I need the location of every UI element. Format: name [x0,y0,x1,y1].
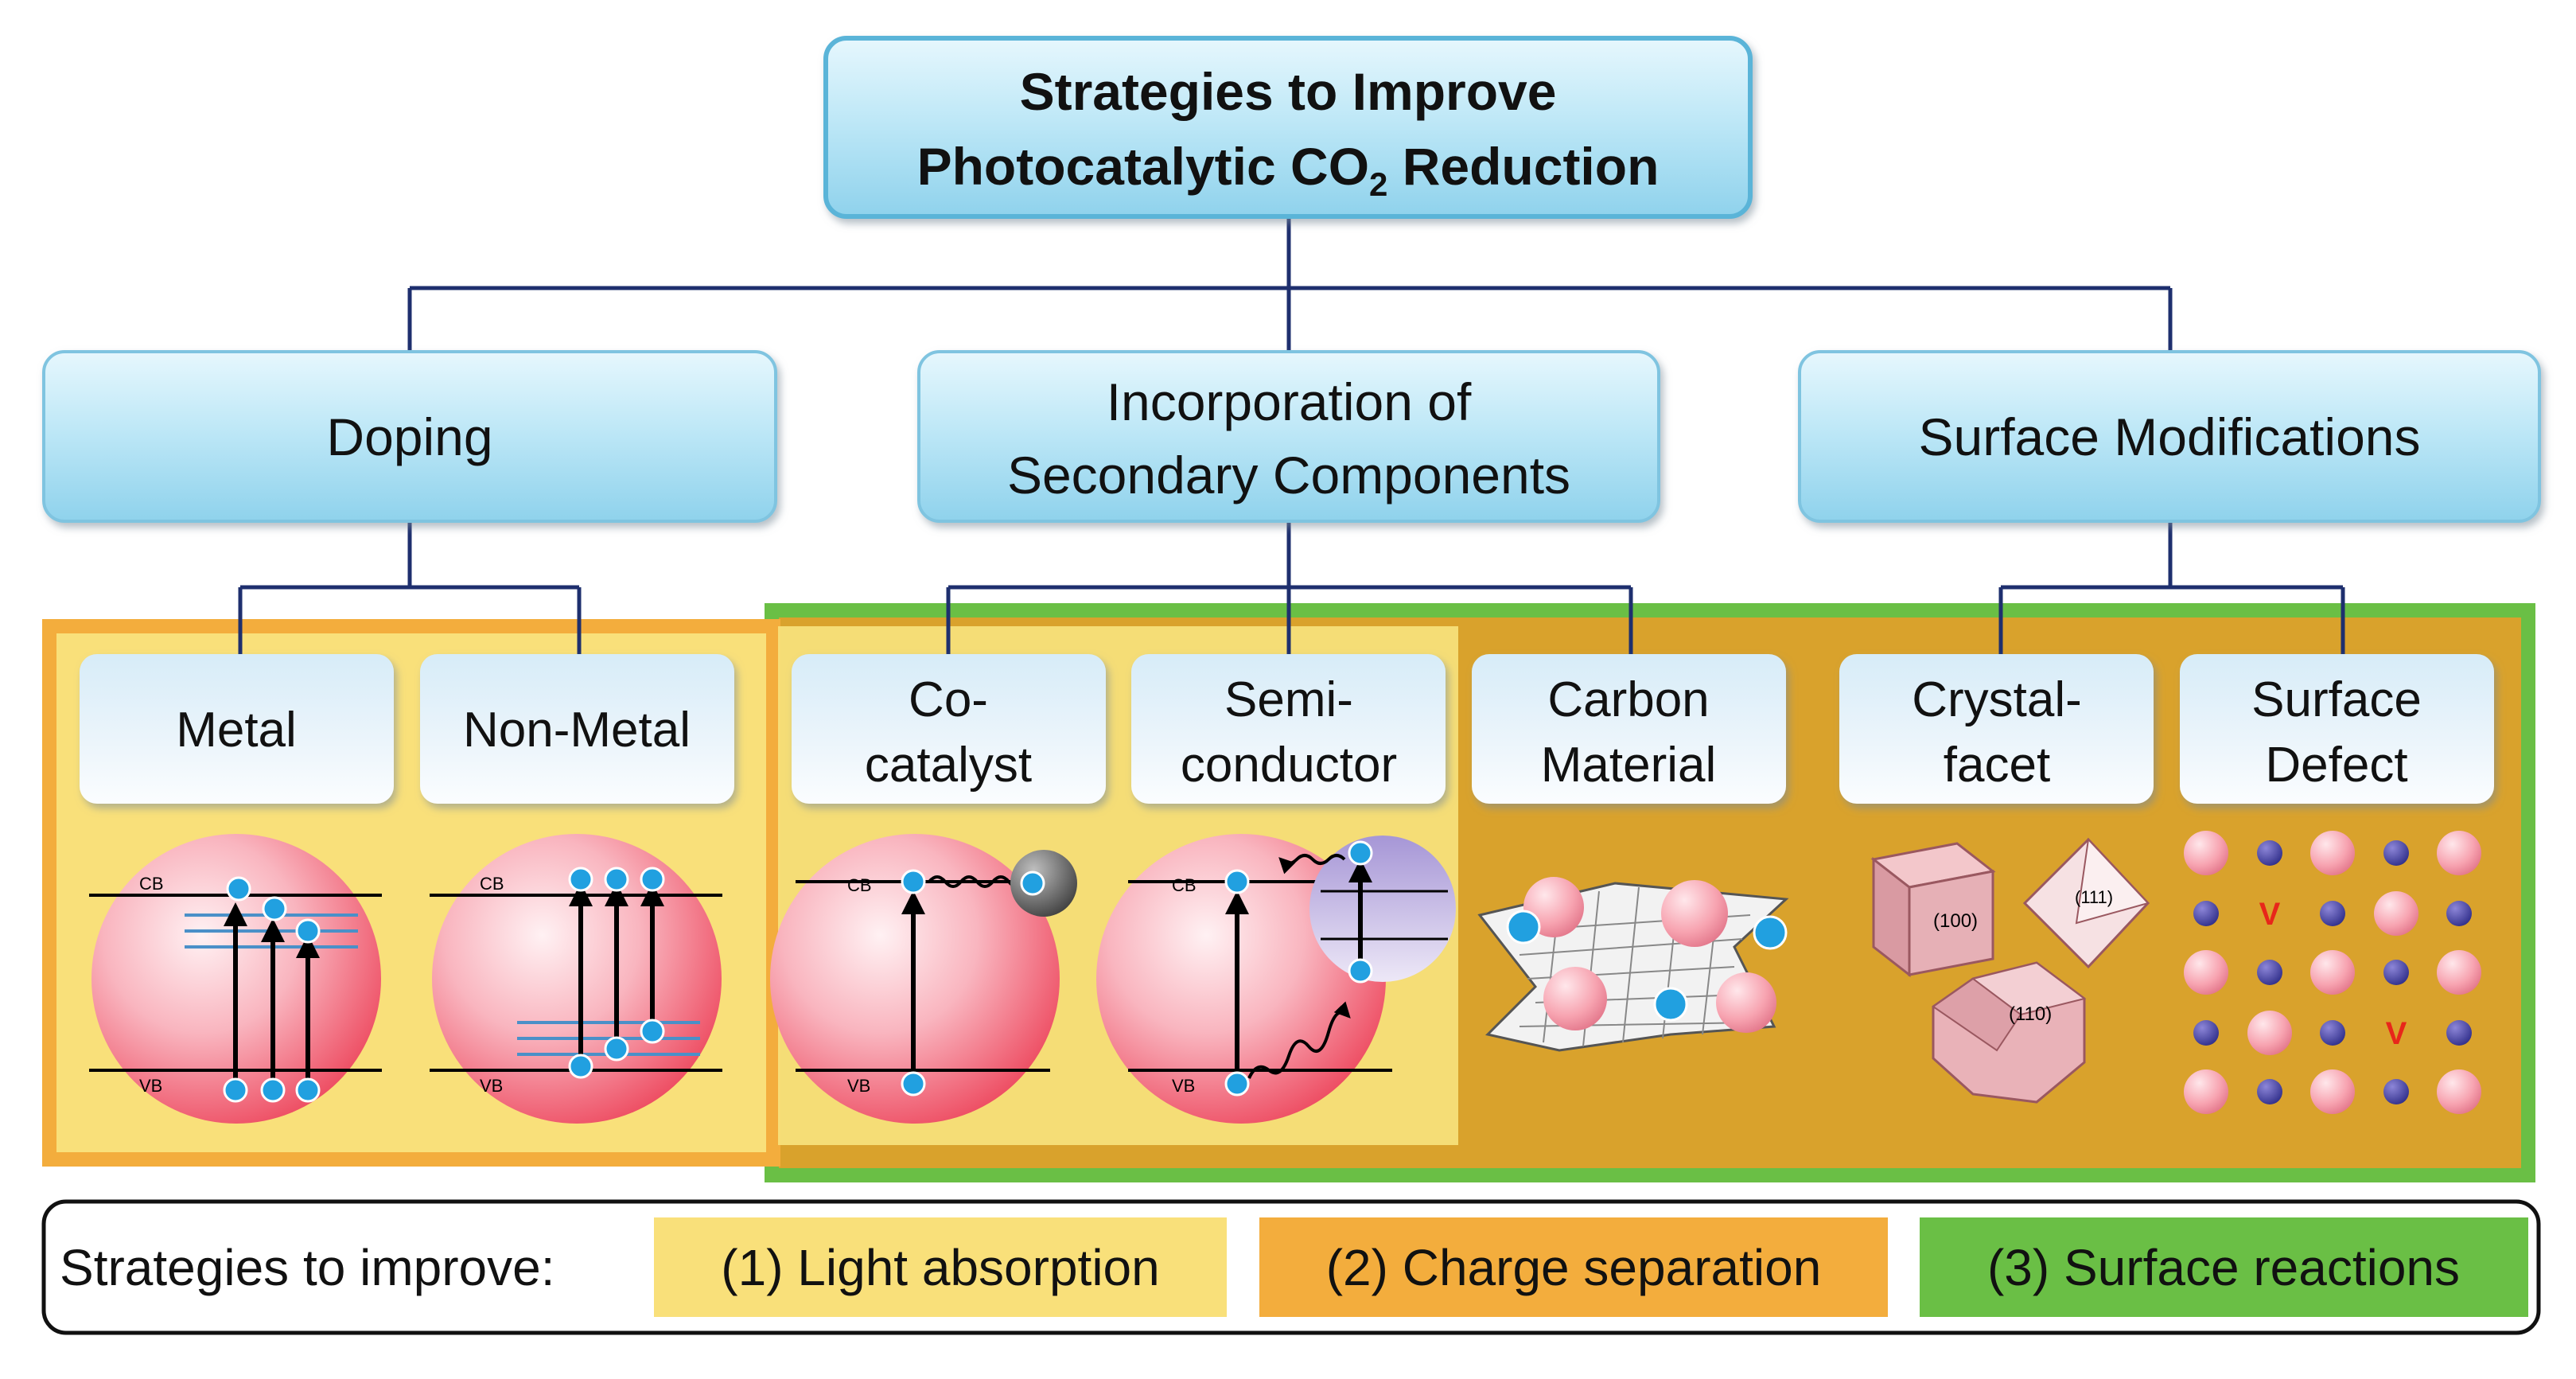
secondary-semiconductor [1309,836,1456,982]
subtype-defect-line1: Surface [2251,672,2422,727]
category-incorporation-line2: Secondary Components [1007,446,1570,504]
category-surface: Surface Modifications [1919,407,2421,466]
cb-label: CB [139,874,164,894]
title-line1: Strategies to Improve [1020,62,1557,121]
cube-100 [1870,842,1996,978]
subtype-semiconductor-box [1131,654,1446,804]
vacancy-label: V [2386,1016,2407,1051]
subtype-semiconductor-line2: conductor [1181,738,1397,793]
facet-111-label: (111) [2075,887,2113,907]
vb-label: VB [480,1076,503,1096]
title-line2: Photocatalytic CO2 Reduction [917,137,1660,203]
subtype-nonmetal-box [420,654,734,804]
band-diagram-nonmetal: CB VB [430,834,722,1124]
subtype-cocatalyst-line2: catalyst [865,738,1032,793]
category-incorporation-box [917,350,1660,523]
subtype-crystal-line2: facet [1944,738,2050,793]
category-doping: Doping [326,407,492,466]
facet-100-label: (100) [1933,910,1978,932]
category-doping-box [42,350,777,523]
facet-110-label: (110) [2009,1003,2052,1025]
category-surface-box [1798,350,2541,523]
subtype-metal-box [80,654,394,804]
legend-swatch-charge-separation [1259,1217,1888,1317]
vb-label: VB [1172,1076,1195,1096]
legend: Strategies to improve: (1) Light absorpt… [41,1199,2541,1335]
legend-swatch-light-absorption [654,1217,1227,1317]
tree-connectors [238,216,2345,654]
subtype-semiconductor-line1: Semi- [1224,672,1353,727]
subtype-defect-box [2180,654,2494,804]
subtype-crystal-line1: Crystal- [1912,672,2082,727]
cb-label: CB [1172,875,1197,895]
subtype-carbon-line1: Carbon [1547,672,1709,727]
dodecahedron-110 [1932,961,2087,1104]
legend-item-light-absorption: (1) Light absorption [721,1239,1159,1296]
legend-prefix: Strategies to improve: [60,1239,555,1296]
vb-label: VB [139,1076,162,1096]
band-diagram-semiconductor: CB VB [1096,834,1456,1124]
subtype-non-metal: Non-Metal [463,703,691,758]
legend-item-charge-separation: (2) Charge separation [1326,1239,1822,1296]
crystal-facets: (100) (111) (110) [1870,837,2150,1104]
octahedron-111 [2022,837,2150,969]
subtype-cocatalyst-box [792,654,1106,804]
title-box [823,36,1753,219]
subtype-metal: Metal [176,703,297,758]
legend-swatch-surface-reactions [1920,1217,2528,1317]
legend-item-surface-reactions: (3) Surface reactions [1987,1239,2460,1296]
subtype-cocatalyst-line1: Co- [909,672,988,727]
band-diagram-metal: CB VB [89,834,382,1124]
cb-label: CB [480,874,504,894]
vb-label: VB [847,1076,870,1096]
vacancy-label: V [2259,897,2281,932]
cb-label: CB [847,875,872,895]
subtype-carbon-box [1472,654,1786,804]
subtype-crystal-box [1839,654,2154,804]
carbon-material-sheet [1477,877,1789,1052]
subtype-carbon-line2: Material [1541,738,1717,793]
subtype-defect-line2: Defect [2265,738,2407,793]
category-incorporation-line1: Incorporation of [1107,372,1472,431]
surface-defect-lattice: V V [2184,831,2481,1114]
band-diagram-cocatalyst: CB VB [770,834,1077,1124]
